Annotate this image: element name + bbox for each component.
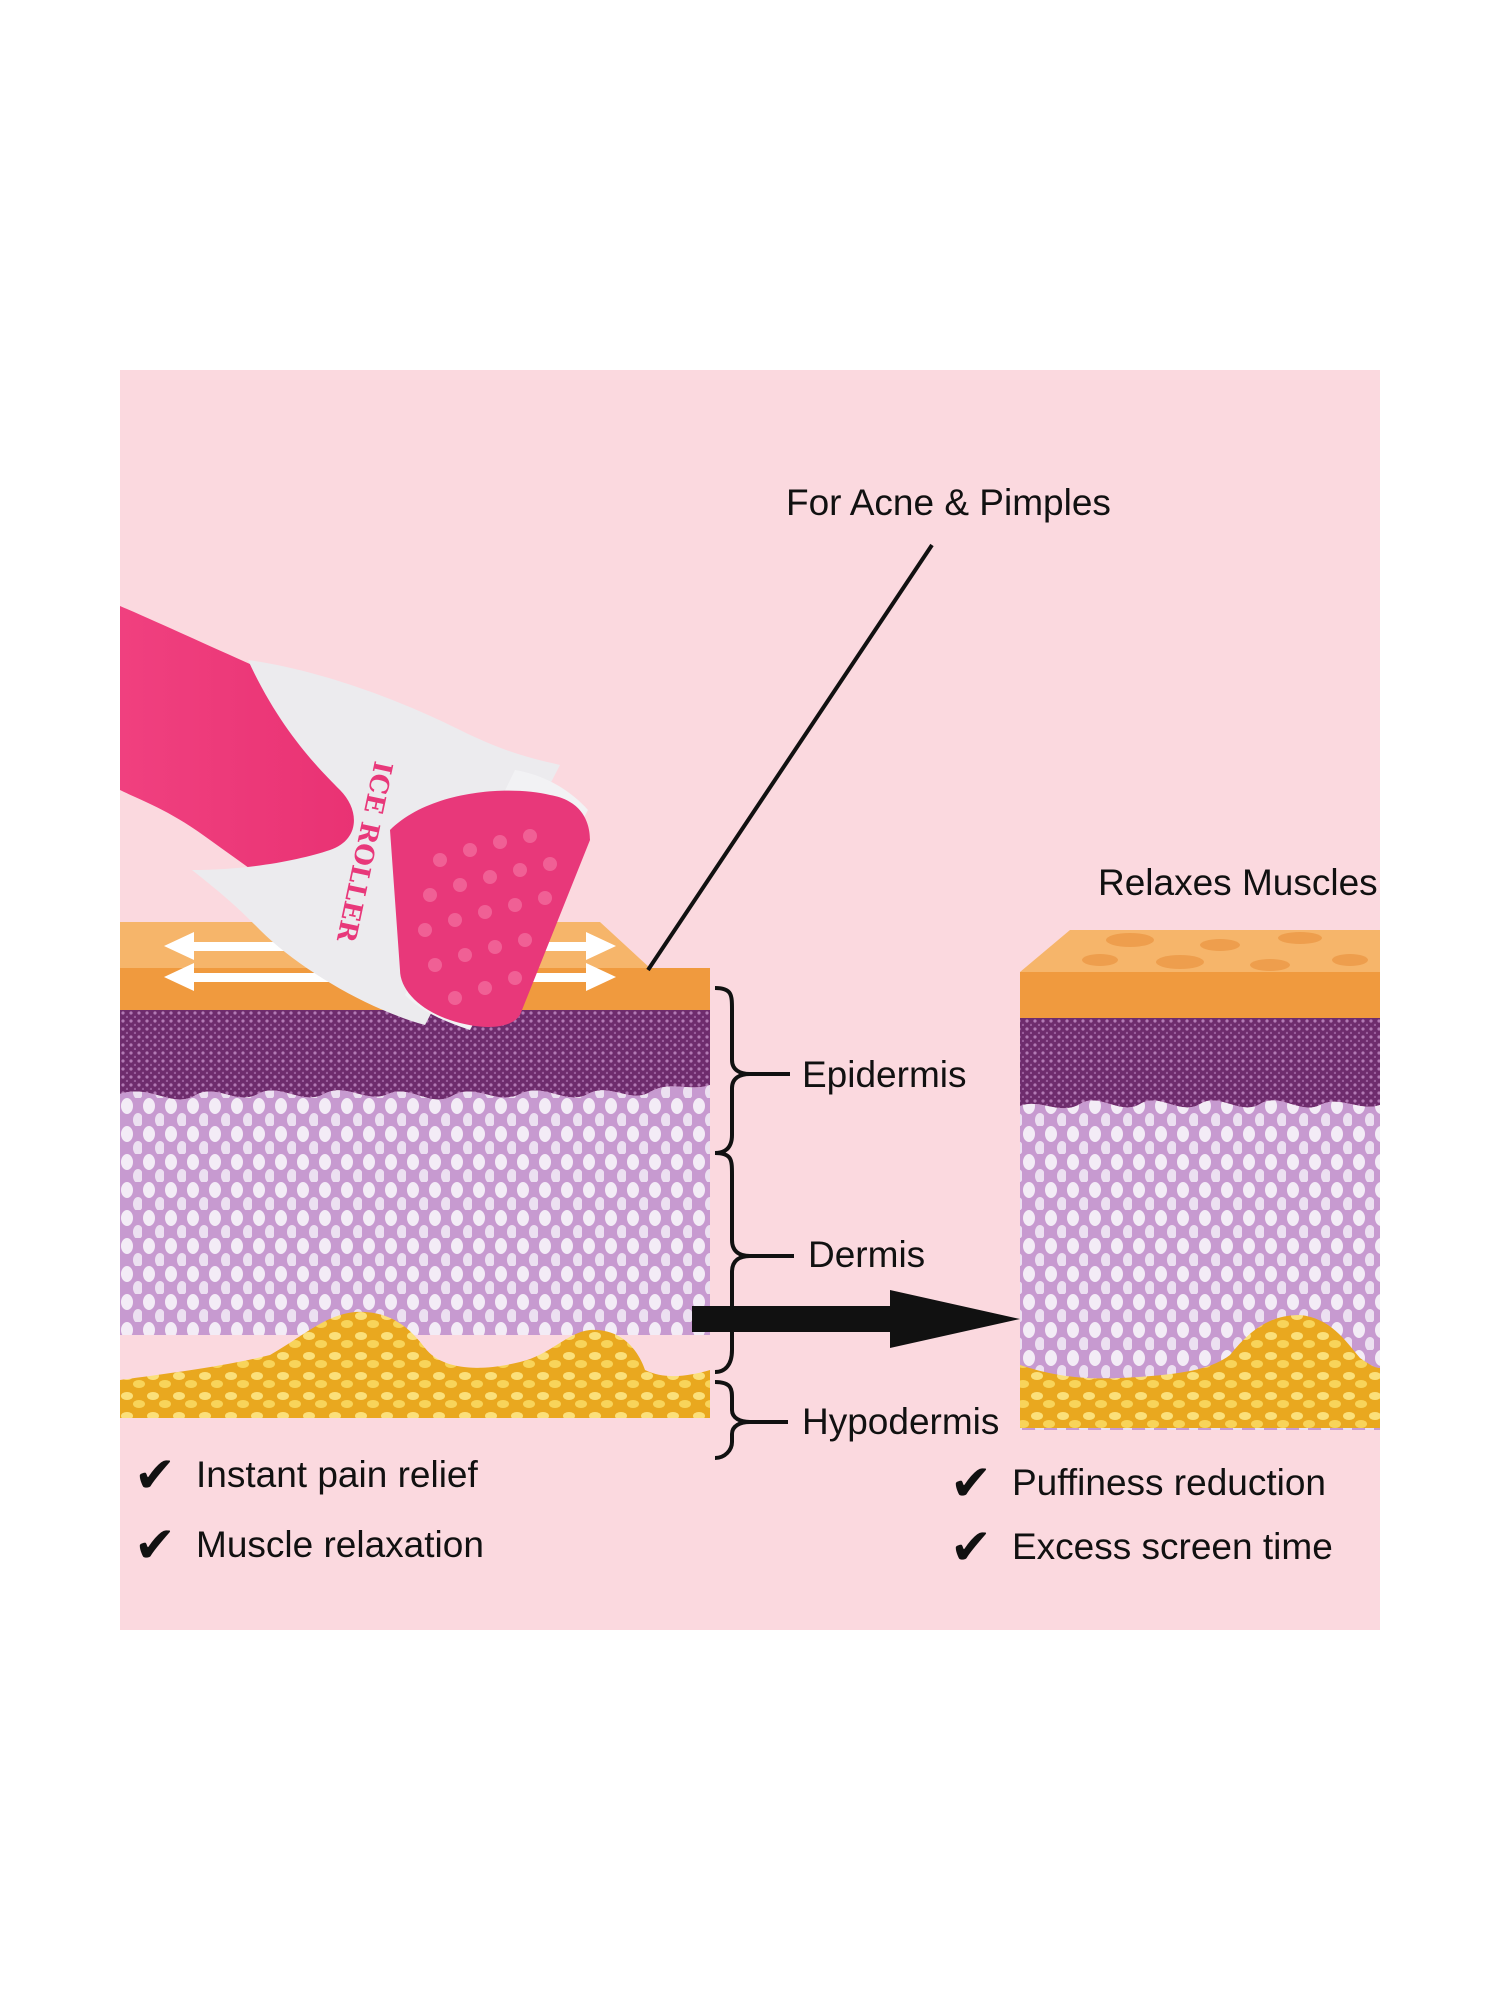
check-icon: ✔ bbox=[134, 1446, 176, 1504]
check-icon: ✔ bbox=[950, 1454, 992, 1512]
skin-block-left bbox=[120, 922, 710, 1418]
epidermis-label: Epidermis bbox=[802, 1054, 967, 1095]
hypodermis-layer-right bbox=[1020, 1315, 1380, 1428]
check-icon: ✔ bbox=[134, 1516, 176, 1574]
benefit-item: ✔ Instant pain relief bbox=[134, 1450, 478, 1500]
benefit-item: ✔ Puffiness reduction bbox=[950, 1458, 1326, 1508]
acne-callout-line bbox=[646, 543, 934, 972]
epidermis-layer-left bbox=[120, 1010, 710, 1100]
dermis-label: Dermis bbox=[808, 1234, 926, 1275]
skin-block-right bbox=[1020, 930, 1380, 1430]
epidermis-layer-right bbox=[1020, 1018, 1380, 1109]
benefit-label: Puffiness reduction bbox=[1012, 1462, 1327, 1503]
hypodermis-layer-left bbox=[120, 1311, 710, 1418]
benefit-item: ✔ Excess screen time bbox=[950, 1522, 1333, 1572]
epidermis-brace bbox=[714, 986, 751, 1155]
check-icon: ✔ bbox=[950, 1518, 992, 1576]
roller-texture bbox=[418, 829, 557, 1005]
benefit-label: Excess screen time bbox=[1012, 1526, 1333, 1567]
skin-diagram-artwork: ICE ROLLER bbox=[120, 543, 1380, 1460]
diagram-panel: ICE ROLLER bbox=[120, 370, 1380, 1630]
hypodermis-brace bbox=[714, 1380, 751, 1460]
benefit-item: ✔ Muscle relaxation bbox=[134, 1520, 484, 1570]
layer-braces bbox=[714, 986, 794, 1460]
relax-callout-label: Relaxes Muscles bbox=[1098, 862, 1378, 903]
hypodermis-label: Hypodermis bbox=[802, 1401, 1000, 1442]
dermis-brace bbox=[714, 1151, 751, 1374]
benefit-label: Muscle relaxation bbox=[196, 1524, 484, 1565]
ice-roller: ICE ROLLER bbox=[120, 606, 590, 1030]
dermis-layer-left bbox=[120, 1085, 710, 1335]
transition-arrow bbox=[692, 1290, 1020, 1348]
acne-callout-label: For Acne & Pimples bbox=[786, 482, 1111, 523]
benefit-label: Instant pain relief bbox=[196, 1454, 478, 1495]
